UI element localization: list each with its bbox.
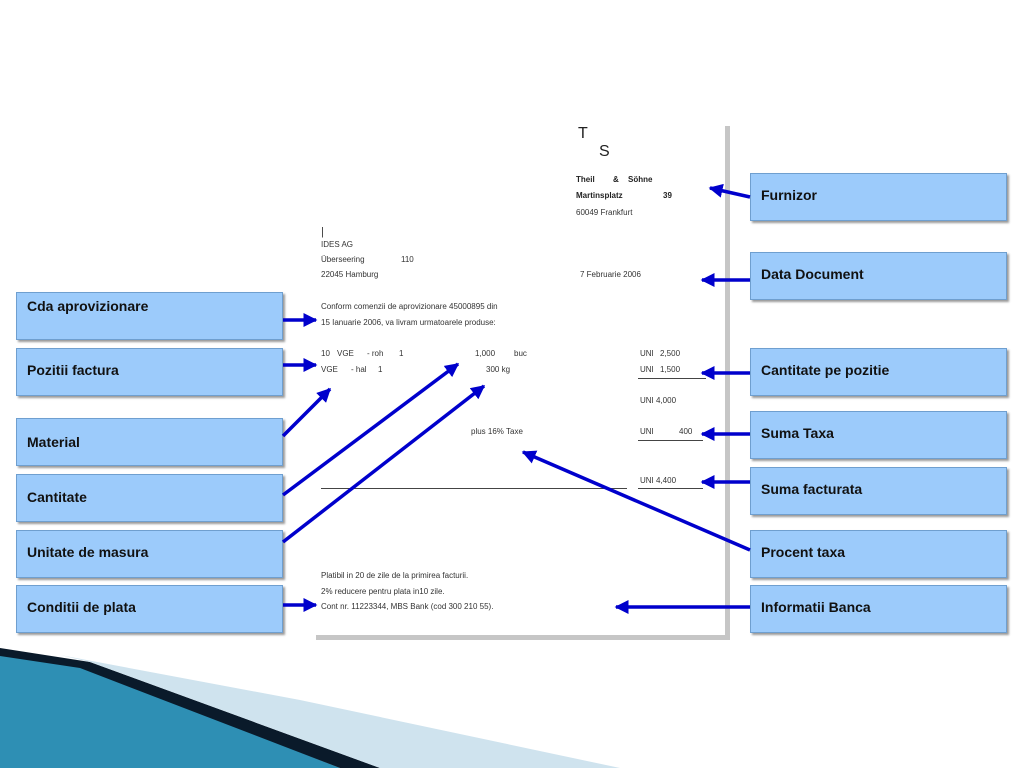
label-purchase-order-text: Cda aprovizionare xyxy=(27,298,149,314)
label-payment-terms-text: Conditii de plata xyxy=(27,599,136,615)
arrow-unit xyxy=(281,384,486,544)
item2-currency: UNI xyxy=(640,365,654,374)
label-vendor-text: Furnizor xyxy=(761,187,817,203)
customer-street: Überseering xyxy=(321,255,365,264)
subtotal: UNI 4,000 xyxy=(640,396,677,405)
item1-unit: buc xyxy=(514,349,527,358)
total-underline xyxy=(638,488,703,489)
vendor-name-part1: Theil xyxy=(576,175,595,184)
intro-line-2: 15 Ianuarie 2006, va livram urmatoarele … xyxy=(321,318,496,327)
vendor-name-part2: & xyxy=(613,175,619,184)
text-cursor-mark: | xyxy=(321,226,324,238)
item1-material-number: 1 xyxy=(399,349,404,358)
total-rule-left xyxy=(321,488,627,489)
label-material: Material xyxy=(16,418,283,466)
item2-material-suffix: - hal xyxy=(351,365,367,374)
vendor-name-part3: Söhne xyxy=(628,175,653,184)
arrow-material xyxy=(281,387,332,438)
arrow-tax-percent xyxy=(521,450,751,552)
payment-line-1: Platibil in 20 de zile de la primirea fa… xyxy=(321,571,469,580)
deco-dark-band xyxy=(0,648,380,768)
tax-currency: UNI xyxy=(640,427,654,436)
bank-line: Cont nr. 11223344, MBS Bank (cod 300 210… xyxy=(321,602,494,611)
logo-letter-s: S xyxy=(599,143,610,160)
label-invoice-items-text: Pozitii factura xyxy=(27,362,119,378)
label-bank-info-text: Informatii Banca xyxy=(761,599,871,615)
item1-amount: 2,500 xyxy=(660,349,681,358)
label-vendor: Furnizor xyxy=(750,173,1007,221)
item1-material: VGE xyxy=(337,349,354,358)
label-invoice-items: Pozitii factura xyxy=(16,348,283,396)
item1-material-suffix: - roh xyxy=(367,349,384,358)
item-underline xyxy=(638,378,706,379)
label-unit-text: Unitate de masura xyxy=(27,544,149,560)
item2-amount: 1,500 xyxy=(660,365,681,374)
label-item-amount-text: Cantitate pe pozitie xyxy=(761,362,890,378)
label-tax-percent: Procent taxa xyxy=(750,530,1007,578)
label-tax-percent-text: Procent taxa xyxy=(761,544,846,560)
item2-material: VGE xyxy=(321,365,338,374)
label-invoice-total-text: Suma facturata xyxy=(761,481,863,497)
label-unit: Unitate de masura xyxy=(16,530,283,578)
customer-number: 110 xyxy=(401,255,414,264)
document-date: 7 Februarie 2006 xyxy=(580,270,641,279)
item1-quantity: 1,000 xyxy=(475,349,496,358)
customer-name: IDES AG xyxy=(321,240,354,249)
label-item-amount: Cantitate pe pozitie xyxy=(750,348,1007,396)
label-quantity-text: Cantitate xyxy=(27,489,87,505)
arrow-quantity xyxy=(281,362,460,497)
arrow-vendor xyxy=(708,183,751,199)
tax-label: plus 16% Taxe xyxy=(471,427,523,436)
vendor-street: Martinsplatz xyxy=(576,191,623,200)
payment-line-2: 2% reducere pentru plata in10 zile. xyxy=(321,587,445,596)
item1-currency: UNI xyxy=(640,349,654,358)
label-invoice-total: Suma facturata xyxy=(750,467,1007,515)
deco-blue-band xyxy=(0,652,340,768)
vendor-number: 39 xyxy=(663,191,672,200)
item1-position: 10 xyxy=(321,349,330,358)
label-tax-amount-text: Suma Taxa xyxy=(761,425,834,441)
label-material-text: Material xyxy=(27,434,80,450)
deco-light-band xyxy=(60,655,620,768)
tax-amount: 400 xyxy=(679,427,693,436)
label-purchase-order: Cda aprovizionare xyxy=(16,292,283,340)
label-quantity: Cantitate xyxy=(16,474,283,522)
tax-underline xyxy=(638,440,703,441)
invoice-document: T S Theil & Söhne Martinsplatz 39 60049 … xyxy=(311,121,725,635)
label-bank-info: Informatii Banca xyxy=(750,585,1007,633)
item2-material-number: 1 xyxy=(378,365,383,374)
label-document-date: Data Document xyxy=(750,252,1007,300)
intro-line-1: Conform comenzii de aprovizionare 450008… xyxy=(321,302,498,311)
vendor-city: 60049 Frankfurt xyxy=(576,208,633,217)
label-document-date-text: Data Document xyxy=(761,266,864,282)
logo-letter-t: T xyxy=(578,125,588,142)
label-tax-amount: Suma Taxa xyxy=(750,411,1007,459)
customer-city: 22045 Hamburg xyxy=(321,270,379,279)
item2-quantity: 300 kg xyxy=(486,365,511,374)
label-payment-terms: Conditii de plata xyxy=(16,585,283,633)
invoice-total: UNI 4,400 xyxy=(640,476,677,485)
